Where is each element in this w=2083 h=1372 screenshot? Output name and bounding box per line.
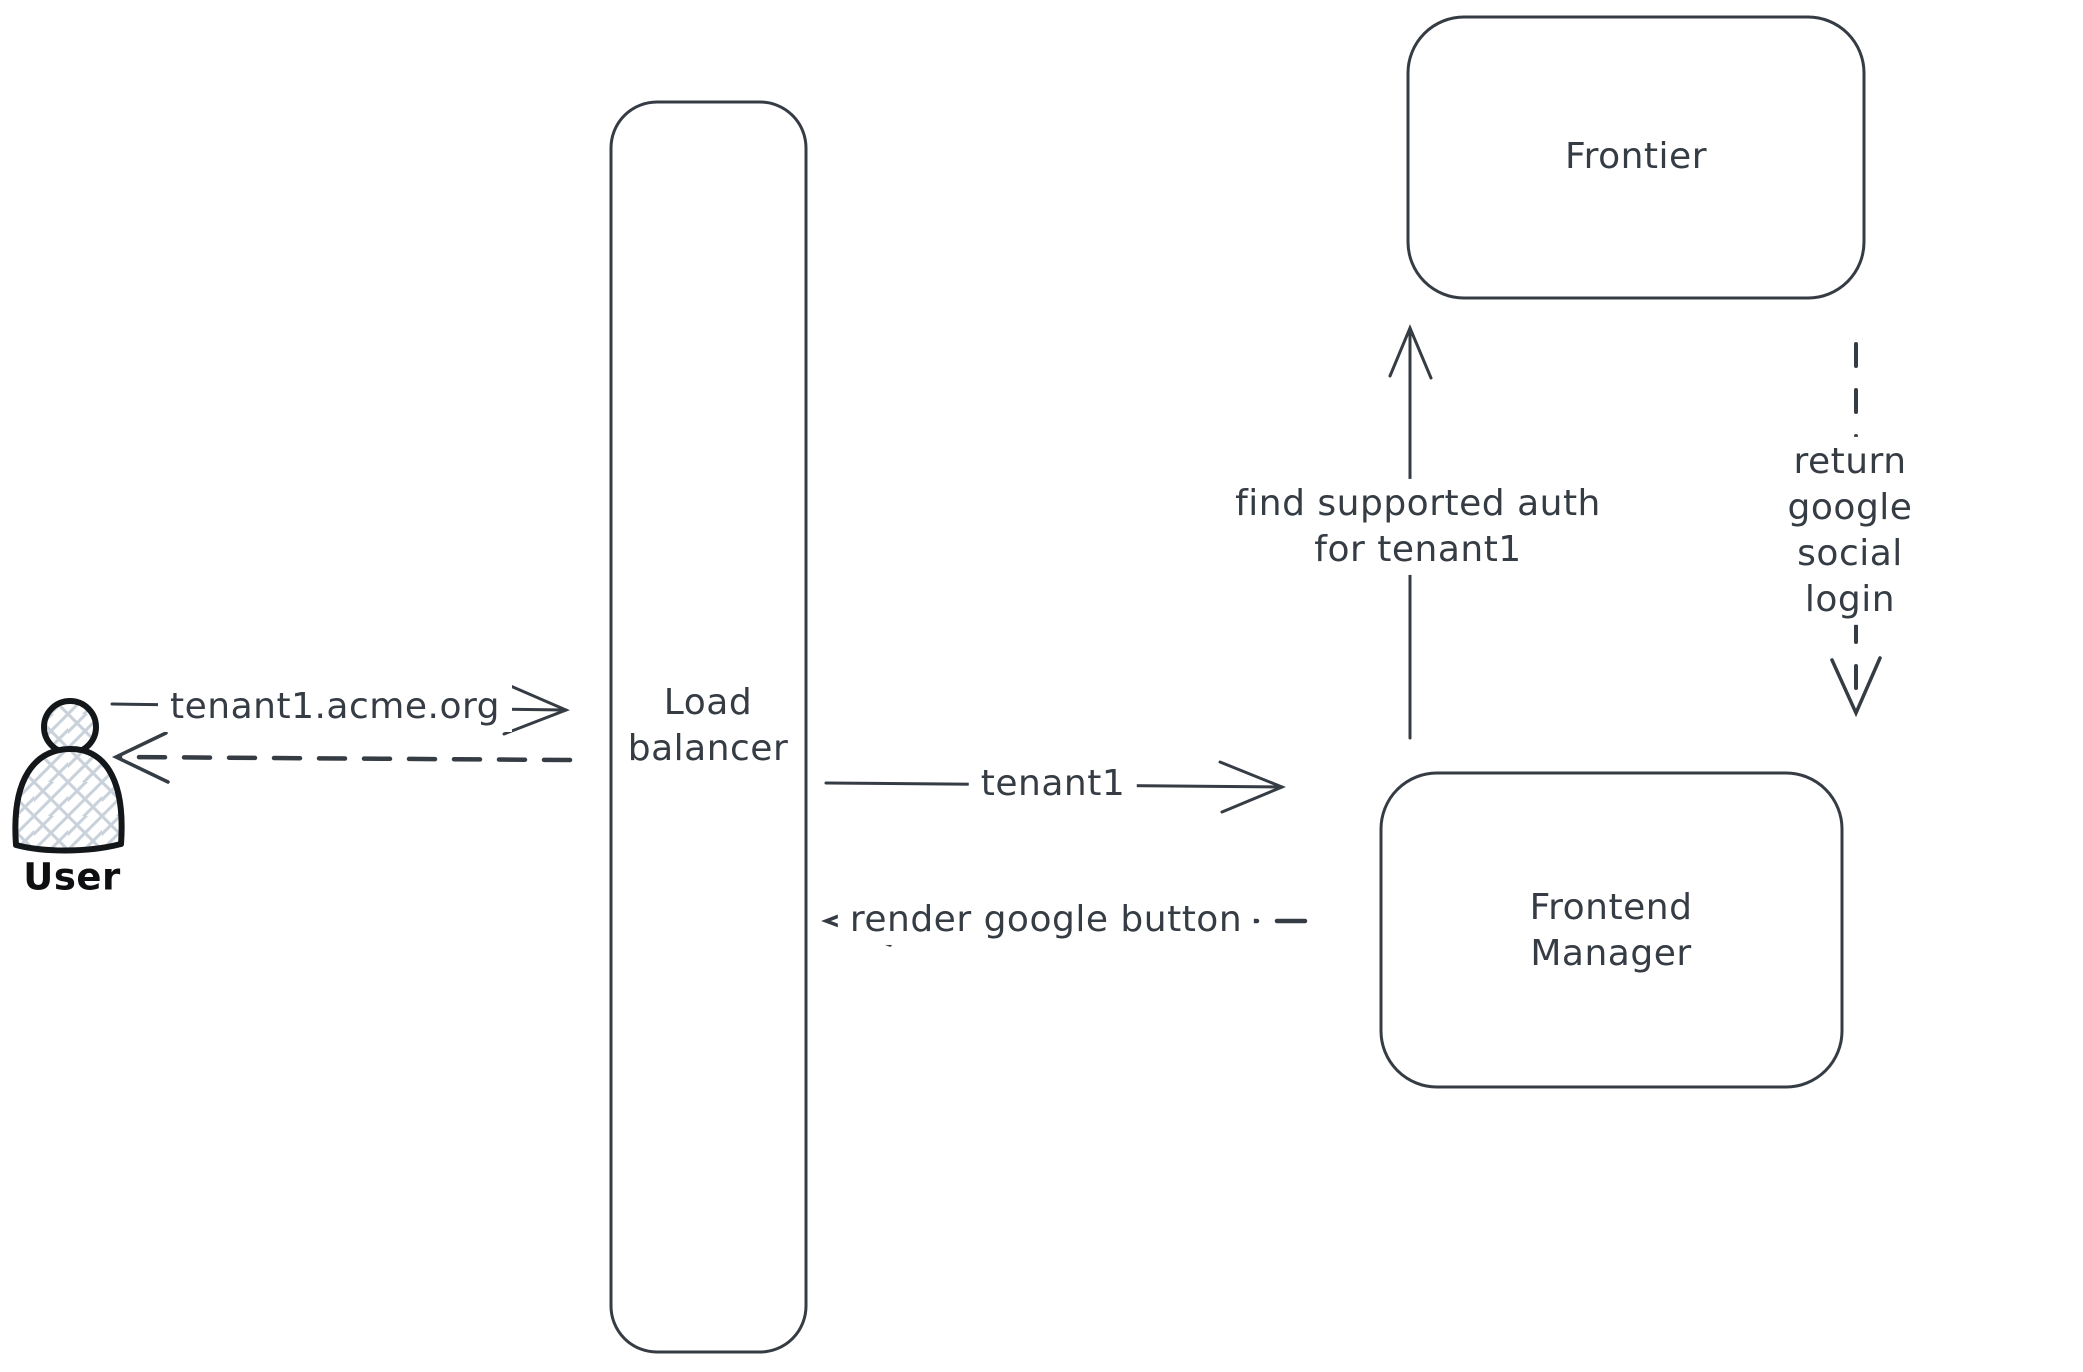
frontier-box: [1406, 15, 1866, 300]
edge-label-forward-tenant: tenant1: [968, 758, 1138, 810]
user-label: User: [23, 855, 121, 899]
user-icon: [12, 698, 125, 854]
edge-label-request-domain: tenant1.acme.org: [158, 681, 512, 733]
arrow-response-to-user: [111, 731, 573, 784]
frontier-label: Frontier: [1564, 135, 1708, 177]
load-balancer-box: [609, 100, 808, 1354]
load-balancer-label: Load balancer: [627, 681, 789, 769]
edge-label-render-button: render google button: [837, 894, 1255, 946]
frontend-manager-box: [1379, 771, 1844, 1089]
edge-label-find-auth: find supported auth for tenant1: [1223, 478, 1613, 576]
edge-label-return-social: return google social login: [1733, 436, 1967, 626]
frontend-manager-label: Frontend Manager: [1529, 886, 1693, 974]
arrow-return-social: [1830, 342, 1882, 718]
